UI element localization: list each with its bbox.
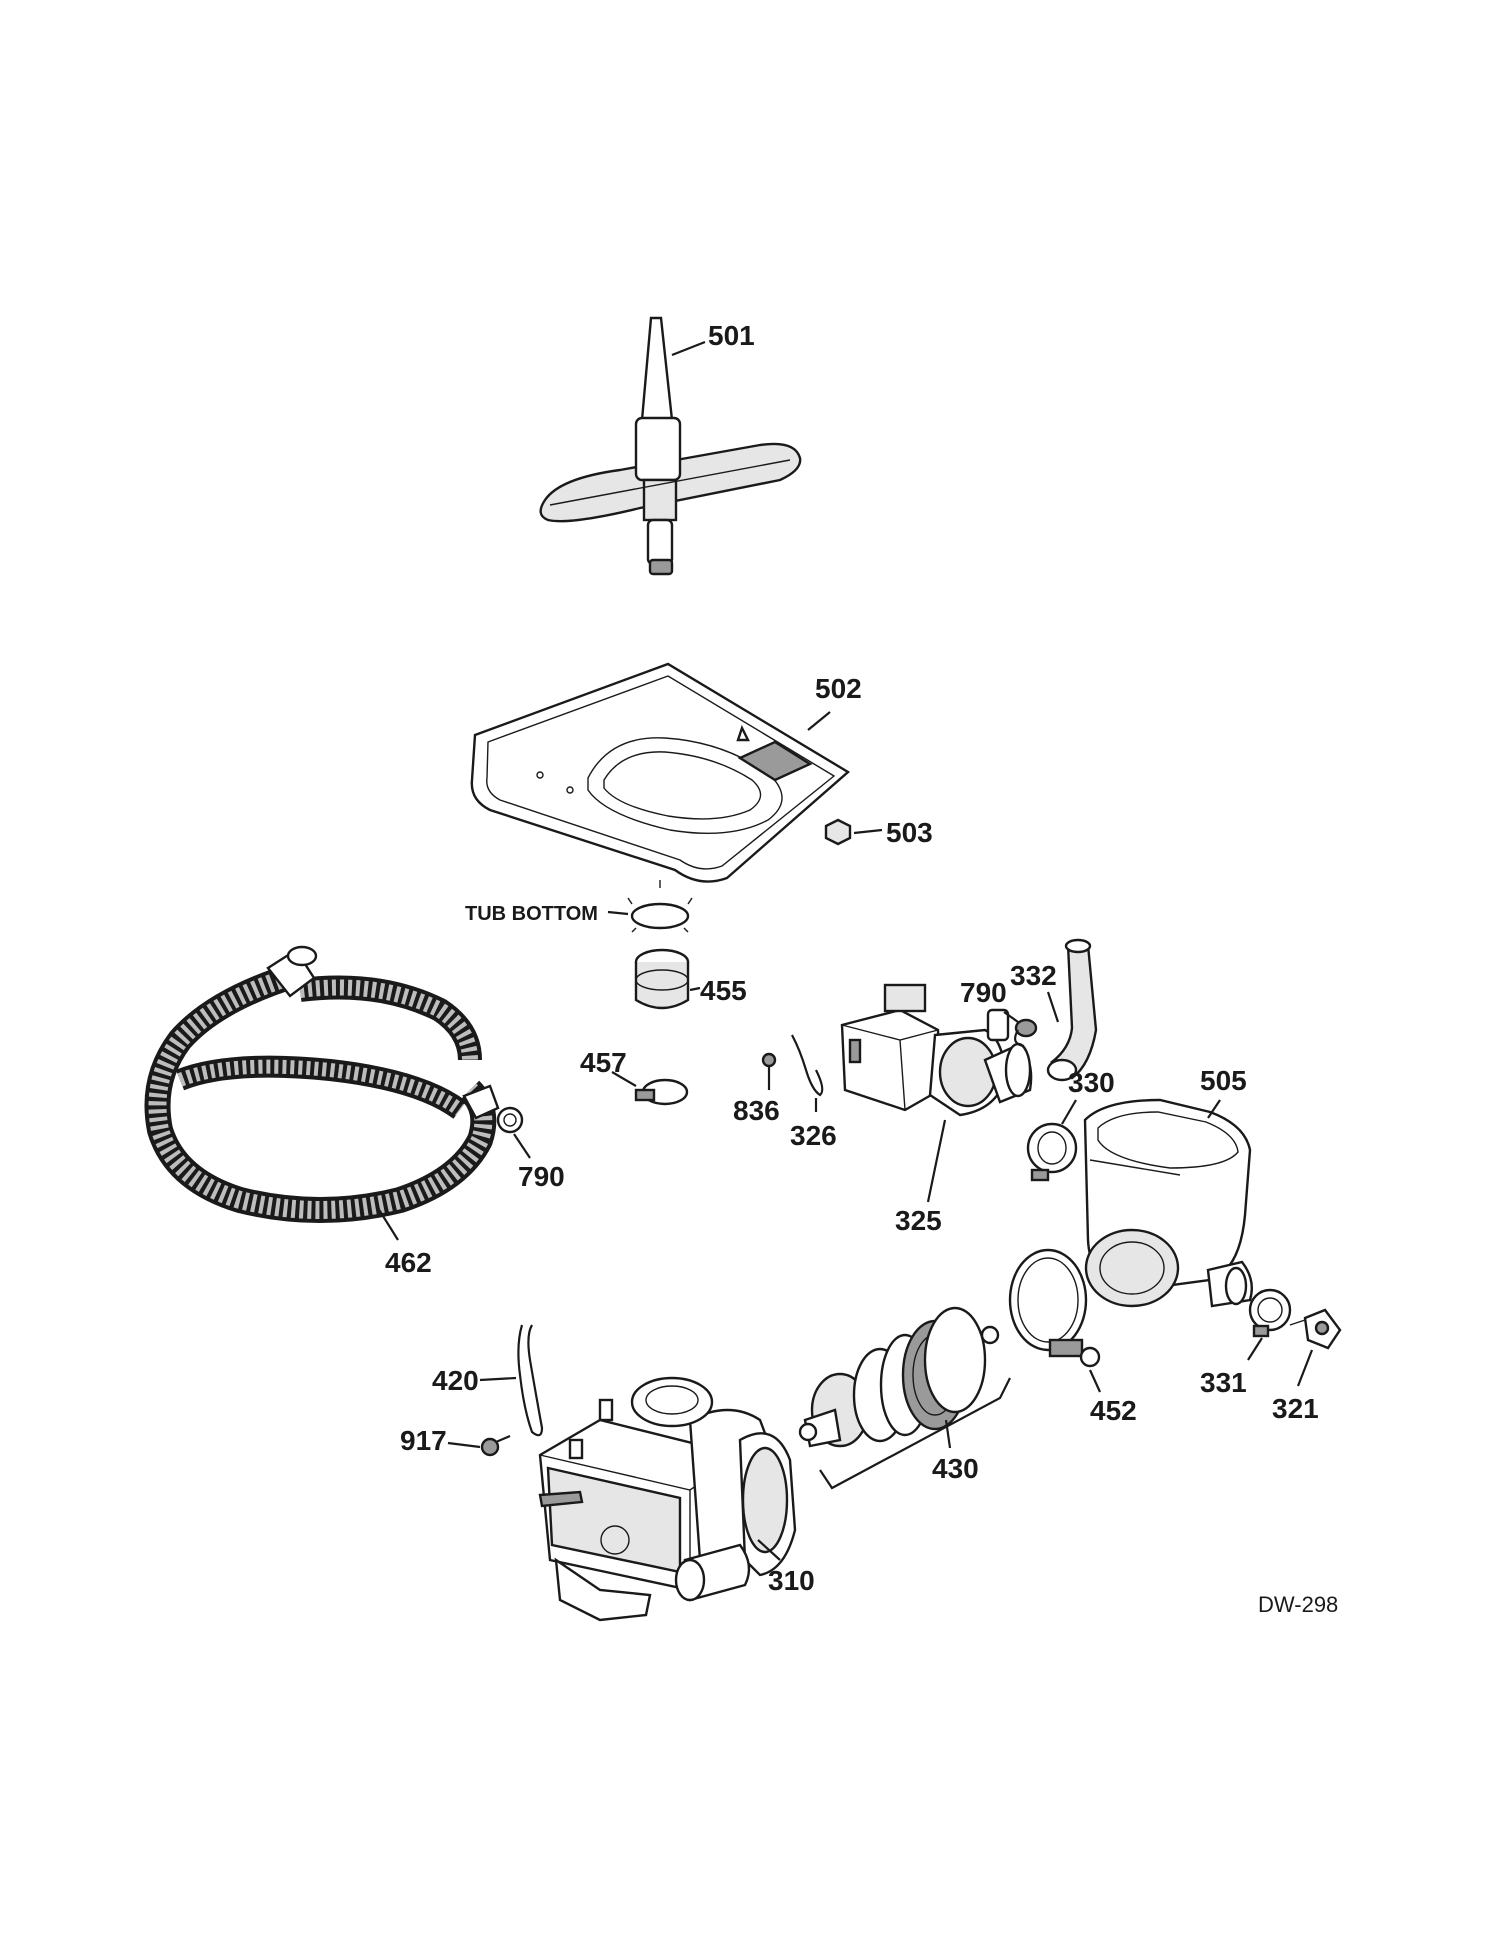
leader-430 xyxy=(944,1419,952,1449)
callout-836: 836 xyxy=(733,1095,780,1126)
part-917-screw[interactable] xyxy=(480,1434,511,1457)
part-325-drain-pump[interactable] xyxy=(840,983,1033,1117)
leader-331 xyxy=(1247,1337,1263,1361)
part-790-clamp-lower[interactable] xyxy=(496,1106,524,1134)
leader-917 xyxy=(447,1441,481,1449)
part-332-hose[interactable] xyxy=(1046,938,1098,1082)
bracket-430 xyxy=(819,1377,1011,1490)
leader-tub-bottom xyxy=(607,910,629,916)
callout-505: 505 xyxy=(1200,1065,1247,1096)
part-420-wire-clip[interactable] xyxy=(517,1324,544,1437)
leader-330 xyxy=(1061,1099,1077,1125)
part-503-nut[interactable] xyxy=(824,818,852,846)
leader-457 xyxy=(611,1071,637,1087)
part-505-sump-housing[interactable] xyxy=(1083,1098,1253,1308)
leader-332 xyxy=(1046,991,1060,1023)
callout-325: 325 xyxy=(895,1205,942,1236)
callout-321: 321 xyxy=(1272,1393,1319,1424)
leader-325 xyxy=(926,1119,947,1203)
leader-790-lower xyxy=(513,1133,531,1159)
leader-310 xyxy=(757,1539,781,1561)
callout-503: 503 xyxy=(886,817,933,848)
part-330-hose-clamp[interactable] xyxy=(1026,1122,1078,1182)
callout-457: 457 xyxy=(580,1047,627,1078)
part-501-lower-spray-arm[interactable] xyxy=(539,316,802,576)
part-452-large-clamp[interactable] xyxy=(1008,1248,1101,1368)
callout-332: 332 xyxy=(1010,960,1057,991)
leader-505 xyxy=(1207,1099,1221,1119)
leader-503 xyxy=(853,828,883,835)
callout-331: 331 xyxy=(1200,1367,1247,1398)
callout-310: 310 xyxy=(768,1565,815,1596)
callout-790-upper: 790 xyxy=(960,977,1007,1008)
leader-420 xyxy=(479,1376,517,1382)
callout-330: 330 xyxy=(1068,1067,1115,1098)
part-321-check-valve[interactable] xyxy=(1289,1308,1342,1350)
callout-917: 917 xyxy=(400,1425,447,1456)
callout-430: 430 xyxy=(932,1453,979,1484)
leader-501 xyxy=(671,340,706,357)
leader-321 xyxy=(1296,1349,1314,1387)
callout-420: 420 xyxy=(432,1365,479,1396)
diagram-code: DW-298 xyxy=(1258,1592,1338,1617)
part-790-clamp-upper[interactable] xyxy=(1014,1018,1038,1048)
leader-455 xyxy=(689,986,701,992)
part-462-drain-hose[interactable] xyxy=(144,945,500,1223)
part-455-seal[interactable] xyxy=(634,948,690,1010)
callout-326: 326 xyxy=(790,1120,837,1151)
callout-502: 502 xyxy=(815,673,862,704)
tub-bottom-o-ring xyxy=(627,880,693,933)
callout-790-lower: 790 xyxy=(518,1161,565,1192)
leader-502 xyxy=(807,711,831,731)
part-326-wire-clip[interactable] xyxy=(791,1034,824,1097)
part-430-impeller-assembly[interactable] xyxy=(798,1306,1000,1448)
callout-501: 501 xyxy=(708,320,755,351)
tub-bottom-label: TUB BOTTOM xyxy=(465,903,598,925)
callout-462: 462 xyxy=(385,1247,432,1278)
callout-452: 452 xyxy=(1090,1395,1137,1426)
part-836-screw[interactable] xyxy=(761,1052,777,1068)
leader-462 xyxy=(377,1207,399,1241)
leader-452 xyxy=(1088,1369,1102,1393)
part-331-clamp[interactable] xyxy=(1248,1288,1292,1338)
part-310-pump-motor[interactable] xyxy=(538,1376,797,1622)
part-502-filter-plate[interactable] xyxy=(470,662,851,883)
callout-455: 455 xyxy=(700,975,747,1006)
leader-790-upper xyxy=(1003,1011,1019,1023)
part-457-clamp[interactable] xyxy=(634,1078,689,1106)
